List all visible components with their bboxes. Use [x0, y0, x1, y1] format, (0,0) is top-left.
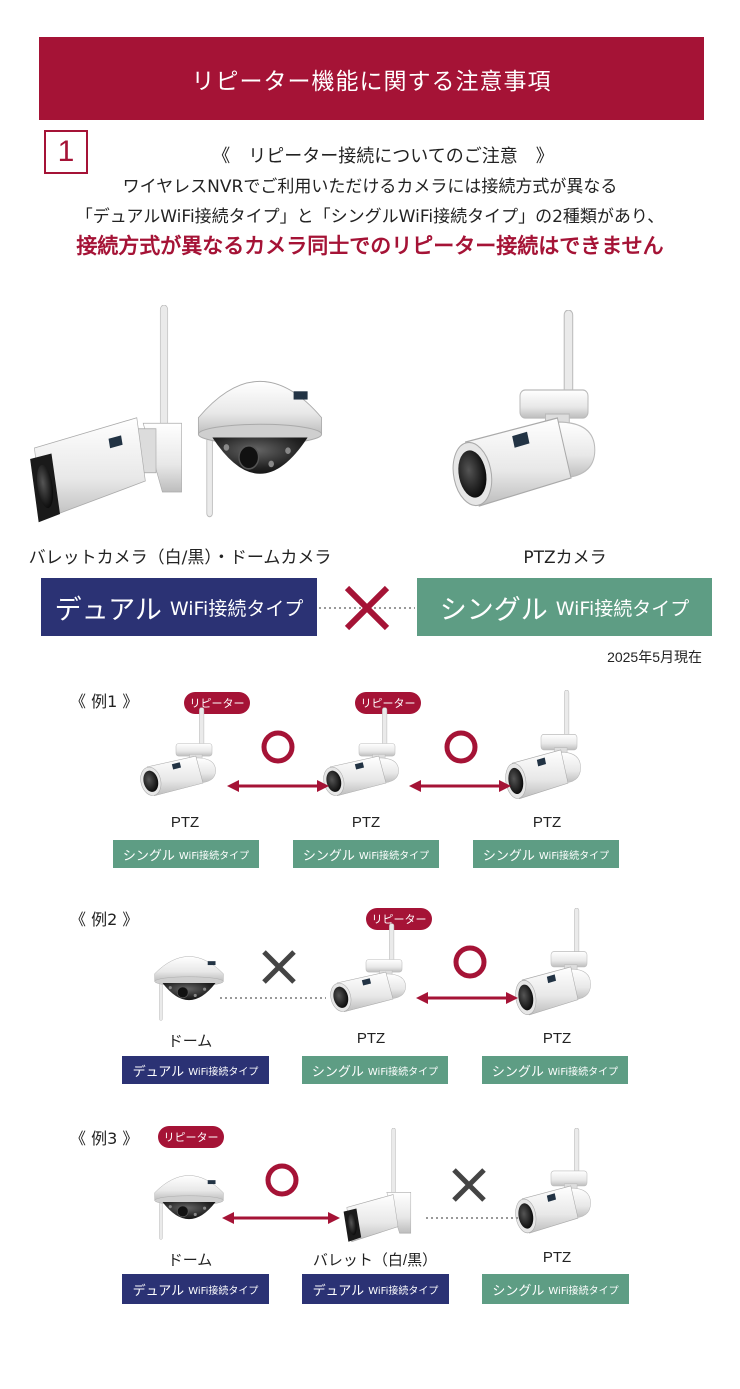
- single-type-sub: WiFi接続タイプ: [555, 597, 690, 620]
- dome-camera-icon: [150, 940, 228, 1026]
- page-title: リピーター機能に関する注意事項: [191, 68, 552, 95]
- ok-circle-icon: [261, 730, 295, 764]
- camera-name: バレット（白/黒）: [312, 1252, 438, 1269]
- camera-name: PTZ: [542, 1030, 572, 1047]
- double-arrow-icon: [222, 1212, 340, 1224]
- incompatible-connector: [319, 585, 415, 631]
- intro-line-2: 「デュアルWiFi接続タイプ」と「シングルWiFi接続タイプ」の2種類があり、: [75, 207, 665, 227]
- example-3-title: 《 例3 》: [70, 1129, 139, 1148]
- ptz-camera-image: [452, 310, 622, 530]
- camera-name: ドーム: [167, 1033, 213, 1050]
- right-products-caption: PTZカメラ: [523, 548, 607, 568]
- double-arrow-icon: [227, 780, 329, 792]
- ptz-camera-icon: [140, 702, 230, 812]
- dual-type-label: デュアル: [54, 594, 162, 626]
- ptz-camera-icon: [515, 908, 605, 1028]
- camera-name: PTZ: [356, 1030, 386, 1047]
- repeater-badge: リピーター: [355, 692, 421, 714]
- repeater-badge: リピーター: [366, 908, 432, 930]
- double-arrow-icon: [409, 780, 511, 792]
- camera-name: ドーム: [167, 1252, 213, 1269]
- left-products-caption: バレットカメラ（白/黒）・ドームカメラ: [28, 548, 332, 568]
- ok-circle-icon: [265, 1163, 299, 1197]
- camera-name: PTZ: [532, 814, 562, 831]
- example-2-title: 《 例2 》: [70, 910, 139, 929]
- dual-wifi-type-box: デュアル WiFi接続タイプ: [41, 578, 317, 636]
- bullet-camera-image: [28, 305, 188, 525]
- example-1-connections: [227, 730, 511, 792]
- camera-name: PTZ: [351, 814, 381, 831]
- ptz-camera-icon: [515, 1128, 605, 1246]
- camera-name: PTZ: [542, 1249, 572, 1266]
- warning-text: 接続方式が異なるカメラ同士でのリピーター接続はできません: [76, 234, 664, 258]
- date-note: 2025年5月現在: [607, 649, 702, 665]
- dual-type-sub: WiFi接続タイプ: [169, 597, 304, 620]
- example-1-title: 《 例1 》: [70, 692, 139, 711]
- repeater-badge: リピーター: [158, 1126, 224, 1148]
- camera-name: PTZ: [170, 814, 200, 831]
- section-number-badge: 1: [44, 130, 88, 174]
- page-title-banner: リピーター機能に関する注意事項: [39, 37, 704, 120]
- example-2-connections: [220, 945, 518, 1004]
- double-arrow-icon: [416, 992, 518, 1004]
- single-type-label: シングル: [439, 594, 548, 626]
- cross-mark-icon: [452, 1168, 486, 1202]
- cross-mark-icon: [262, 950, 296, 984]
- dome-camera-image: [190, 355, 330, 520]
- ptz-camera-icon: [505, 690, 595, 812]
- dome-camera-icon: [150, 1158, 228, 1246]
- intro-line-1: ワイヤレスNVRでご利用いただけるカメラには接続方式が異なる: [122, 177, 618, 197]
- ok-circle-icon: [453, 945, 487, 979]
- cross-mark-icon: [344, 585, 390, 631]
- ok-circle-icon: [444, 730, 478, 764]
- example-3-connections: [222, 1163, 518, 1224]
- section-number: 1: [57, 135, 75, 168]
- section-subtitle: 《 リピーター接続についてのご注意 》: [212, 146, 554, 167]
- single-wifi-type-box: シングル WiFi接続タイプ: [417, 578, 712, 636]
